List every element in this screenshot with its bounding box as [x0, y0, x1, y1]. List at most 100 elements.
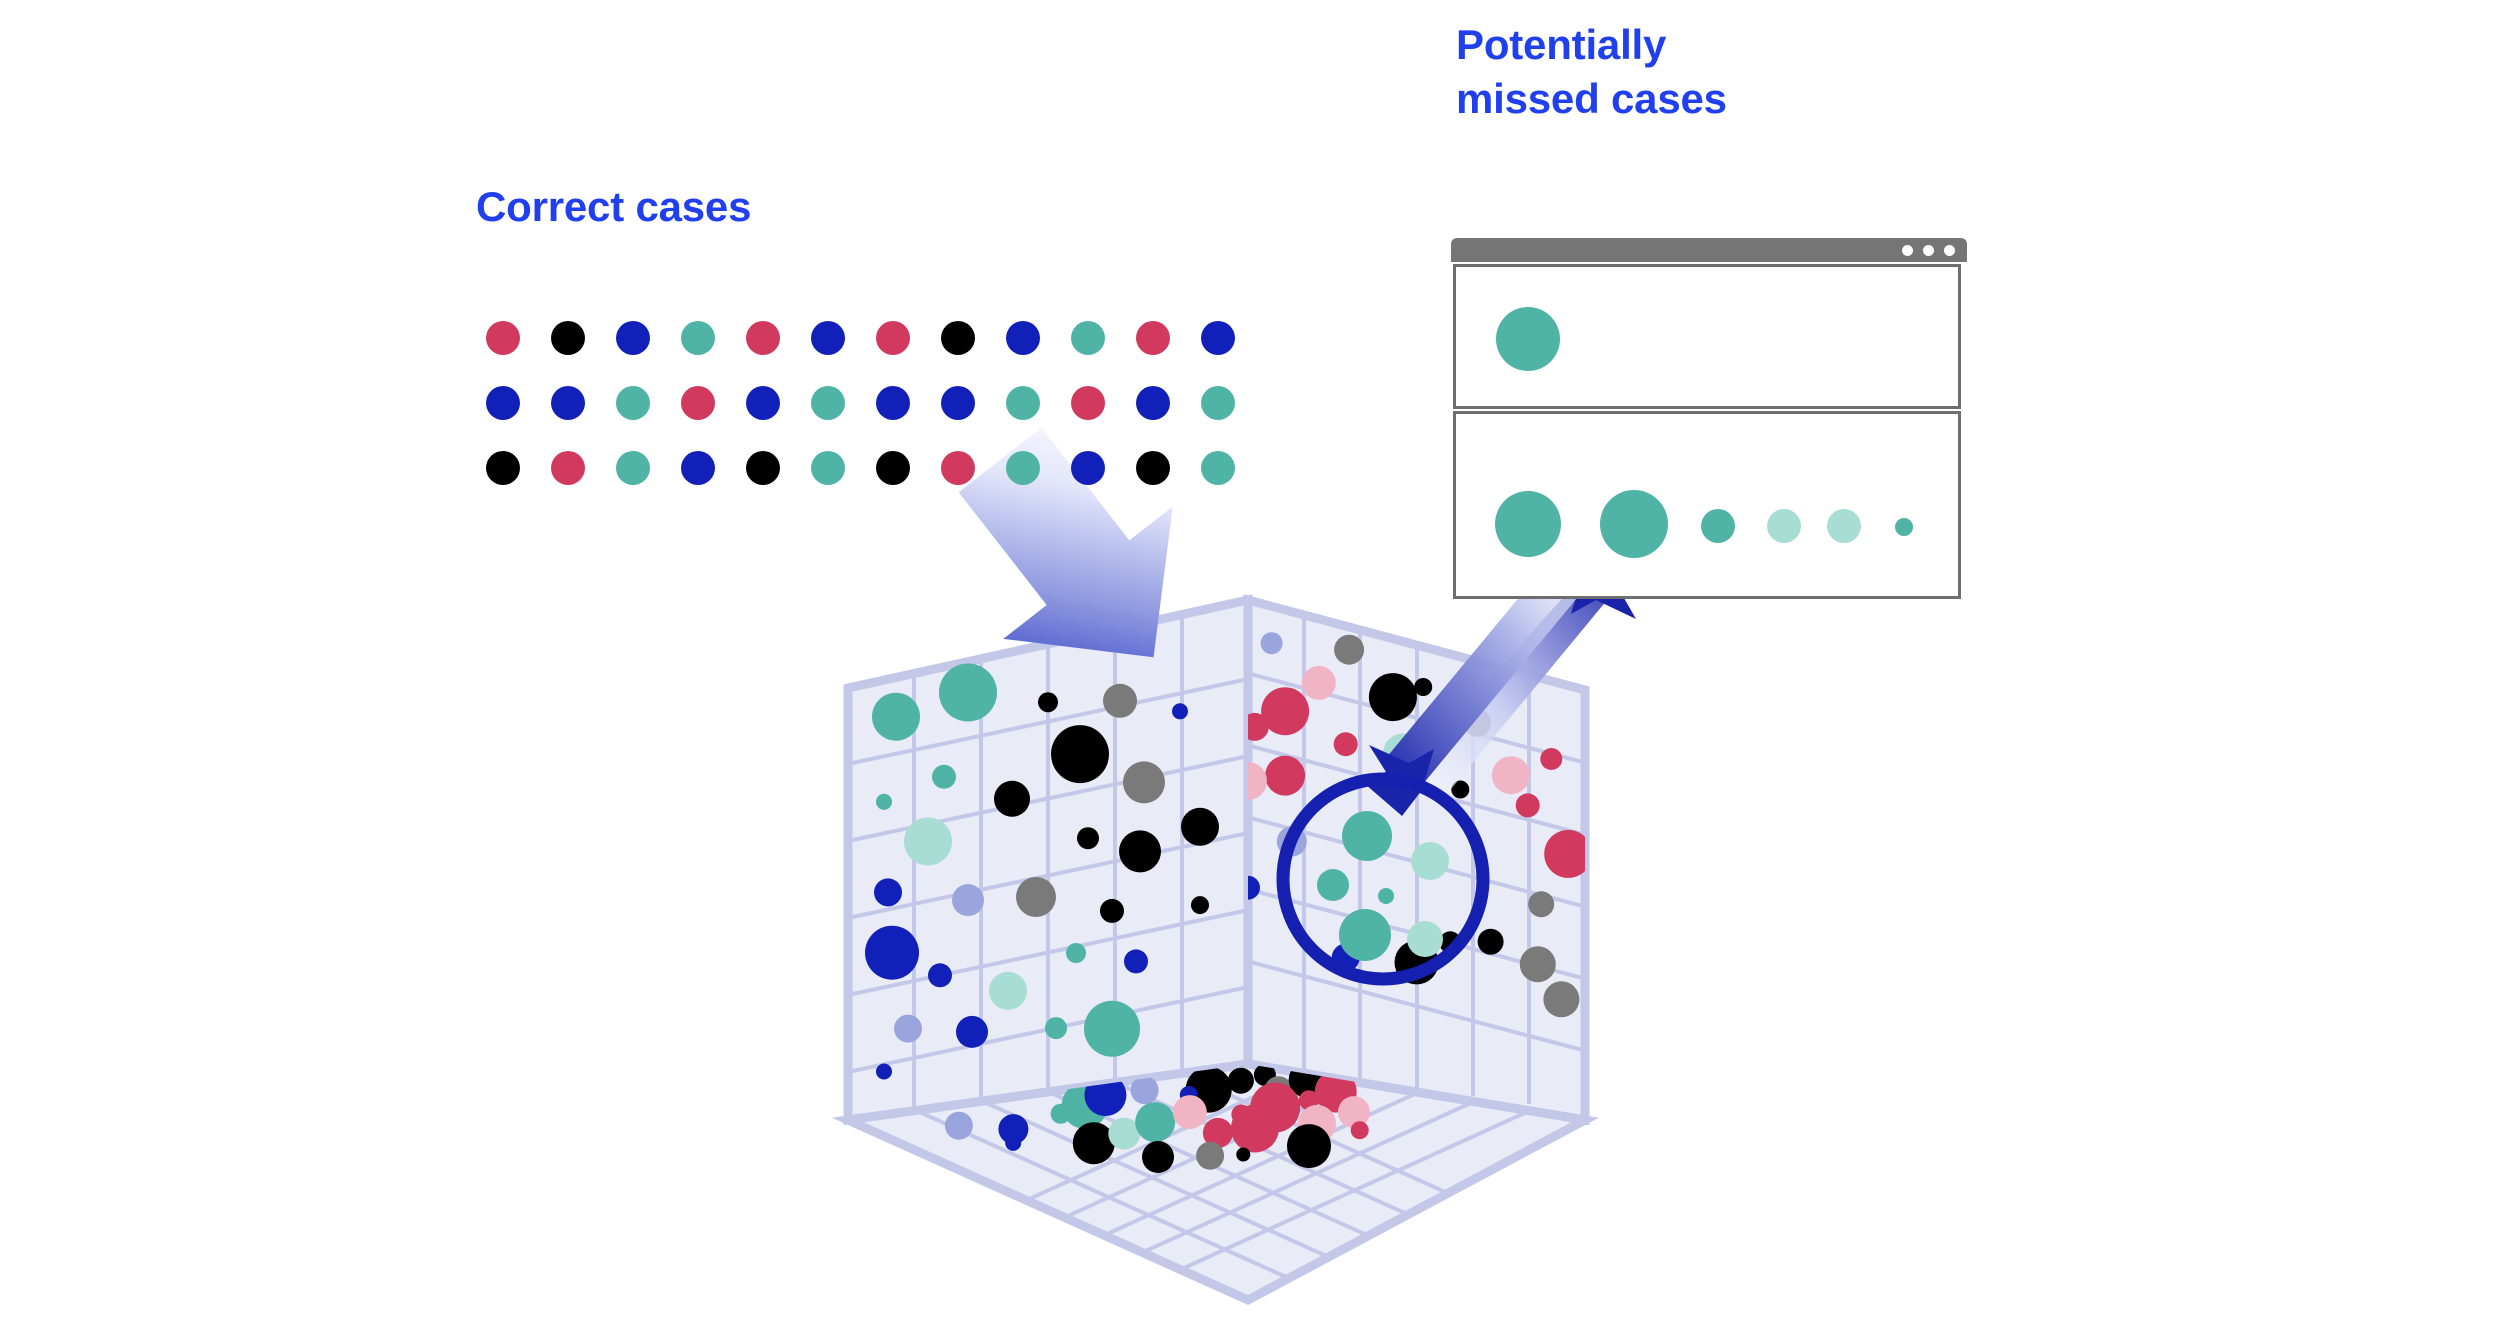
missed-case-bubble	[1701, 509, 1735, 543]
correct-case-dot	[550, 385, 585, 420]
correct-case-dot-cell	[1055, 435, 1120, 500]
correct-case-dot-cell	[860, 435, 925, 500]
correct-case-dot	[875, 320, 910, 355]
cube-bubble	[1368, 673, 1417, 722]
highlight-ring	[1276, 772, 1490, 986]
correct-case-dot	[1135, 320, 1170, 355]
cube-bubble	[1337, 1096, 1370, 1129]
correct-case-dot-cell	[1120, 305, 1185, 370]
cube-bubble	[1250, 1082, 1301, 1133]
cube-bubble	[1050, 1103, 1071, 1124]
correct-case-dot-cell	[795, 305, 860, 370]
cube-bubble	[1528, 891, 1555, 918]
cube-bubble	[1350, 1121, 1369, 1140]
correct-case-dot-cell	[470, 305, 535, 370]
correct-case-dot-cell	[600, 370, 665, 435]
correct-case-dot	[615, 450, 650, 485]
correct-case-dot-cell	[535, 305, 600, 370]
cube-bubble	[994, 780, 1030, 817]
cube-bubble	[1230, 1104, 1279, 1153]
correct-case-dot-cell	[665, 435, 730, 500]
cube-bubble	[1334, 634, 1365, 665]
correct-case-dot-cell	[665, 305, 730, 370]
missed-case-bubble	[1895, 518, 1913, 536]
correct-case-dot	[1005, 320, 1040, 355]
cube-bubble	[1451, 780, 1470, 799]
correct-case-dot	[745, 385, 780, 420]
cube-bubble	[1383, 733, 1423, 774]
correct-case-dot-cell	[795, 435, 860, 500]
browser-titlebar	[1451, 238, 1967, 262]
browser-window-control-dot[interactable]	[1923, 245, 1934, 256]
correct-case-dot-cell	[1055, 370, 1120, 435]
browser-window-controls[interactable]	[1902, 245, 1955, 256]
correct-case-dot	[680, 450, 715, 485]
cube-bubble	[1119, 830, 1161, 873]
correct-case-dot-cell	[1185, 370, 1250, 435]
cube-bubble	[1491, 756, 1530, 795]
cube-bubble	[944, 1111, 973, 1140]
cube-bubble	[932, 764, 956, 789]
browser-window-control-dot[interactable]	[1944, 245, 1955, 256]
cube-bubble	[1439, 931, 1462, 954]
missed-case-bubble	[1767, 509, 1801, 543]
cube-right-wall	[1243, 594, 1590, 1126]
cube-bubble	[904, 817, 952, 866]
cube-bubble	[1202, 1117, 1233, 1148]
cube-bubble	[1298, 1090, 1319, 1111]
correct-case-dot-cell	[925, 435, 990, 500]
cube-bubble	[952, 884, 984, 917]
correct-case-dot	[485, 320, 520, 355]
correct-case-dot-cell	[1055, 305, 1120, 370]
correct-case-dot	[810, 450, 845, 485]
cube-bubble	[1264, 1076, 1293, 1105]
cube-bubble	[1301, 665, 1336, 700]
cube-bubble	[1414, 678, 1433, 696]
correct-case-dot	[875, 450, 910, 485]
highlighted-missed-case-bubble	[1378, 888, 1394, 904]
cube-bubble	[1248, 762, 1267, 800]
cube-bubble	[1253, 1064, 1276, 1086]
cube-floor	[831, 1059, 1599, 1306]
correct-case-dot	[1135, 385, 1170, 420]
cube-bubble	[956, 1015, 988, 1048]
cube-bubble	[1038, 692, 1058, 713]
cube-bubble	[874, 878, 902, 907]
correct-case-dot-cell	[535, 370, 600, 435]
correct-case-dot	[1005, 450, 1040, 485]
cube-bubble	[1130, 1076, 1159, 1105]
correct-case-dot	[810, 320, 845, 355]
cube-bubble	[1540, 748, 1563, 770]
cube-bubble	[1123, 761, 1165, 804]
highlight-ring-group	[1276, 772, 1490, 986]
missed-case-bubble	[1600, 490, 1668, 558]
highlight-ring-dots	[1317, 811, 1449, 961]
correct-case-dot-cell	[1120, 370, 1185, 435]
cube-bubble	[865, 925, 919, 980]
correct-case-dot-cell	[990, 370, 1055, 435]
cube-bubble	[998, 1114, 1029, 1145]
cube-right-wall-dots	[1248, 632, 1585, 1018]
correct-case-dot-cell	[860, 370, 925, 435]
missed-case-bubble	[1496, 307, 1560, 371]
cube-bubble	[1276, 826, 1307, 857]
correct-case-dot-cell	[1185, 435, 1250, 500]
cube-bubble	[1288, 1064, 1325, 1098]
cube-bubble	[1314, 1070, 1357, 1113]
cube-bubble	[1061, 1082, 1108, 1129]
cube-bubble	[1181, 807, 1219, 846]
correct-case-dot-cell	[1120, 435, 1185, 500]
cube-bubble	[1172, 1095, 1207, 1130]
correct-case-dot	[1200, 320, 1235, 355]
cube-bubble	[1179, 1086, 1198, 1104]
correct-case-dot-cell	[860, 305, 925, 370]
cube-bubble	[928, 963, 952, 988]
browser-window	[1451, 238, 1967, 602]
correct-case-dot	[1200, 385, 1235, 420]
correct-case-dot-cell	[665, 370, 730, 435]
correct-case-dot	[680, 320, 715, 355]
browser-window-control-dot[interactable]	[1902, 245, 1913, 256]
cube-bubble	[1077, 827, 1099, 850]
